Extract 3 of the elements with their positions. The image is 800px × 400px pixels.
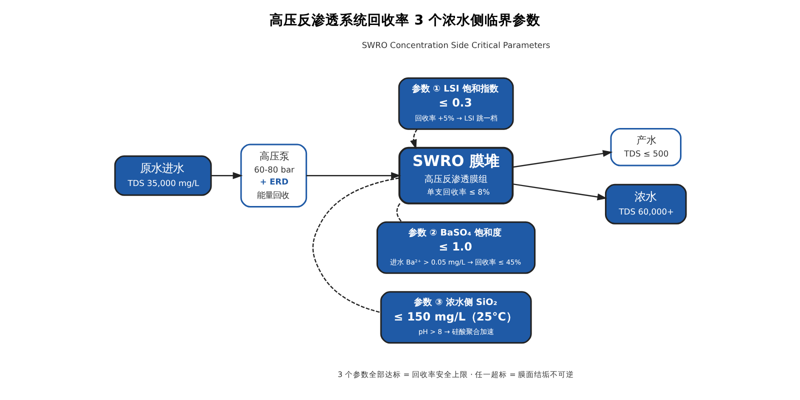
caption: 3 个参数全部达标 = 回收率安全上限 · 任一超标 = 膜面结垢不可逆 <box>337 370 574 380</box>
label: SWRO Concentration Side Critical Parameters <box>361 40 550 50</box>
diagram-title: 高压反渗透系统回收率 3 个浓水侧临界参数 <box>269 12 540 28</box>
